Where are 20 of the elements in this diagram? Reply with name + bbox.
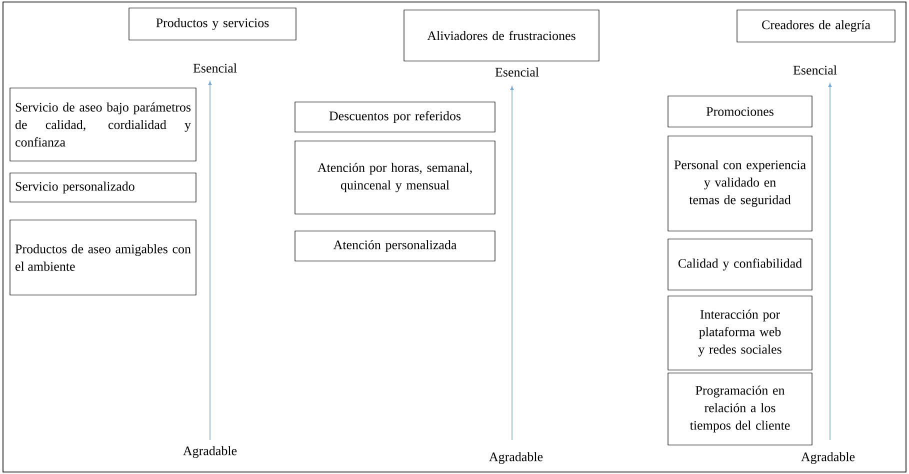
text-box: Descuentos por referidos <box>294 102 496 132</box>
axis-label: Agradable <box>801 452 855 464</box>
text-box: Programación en relación a los tiempos del cliente <box>668 372 812 446</box>
header-box: Creadores de alegría <box>736 10 896 42</box>
axis-label: Agradable <box>489 452 543 464</box>
axis-label: Esencial <box>193 63 237 73</box>
text-box: Servicio personalizado <box>10 172 196 202</box>
header-box: Productos y servicios <box>128 8 296 40</box>
text-box: Promociones <box>668 96 812 128</box>
text-box: Calidad y confiabilidad <box>668 238 812 290</box>
text-box: Atención personalizada <box>294 230 496 262</box>
text-box: Servicio de aseo bajo parámetros de calidad, cordialidad y confianza <box>10 88 196 162</box>
text-box: Interacción por plataforma web y redes sociales <box>668 296 812 370</box>
text-box: Productos de aseo amigables con el ambiente <box>10 220 196 296</box>
text-box: Atención por horas, semanal, quincenal y mensual <box>294 140 496 214</box>
axis-label: Esencial <box>495 67 539 77</box>
axis-label: Agradable <box>183 446 237 458</box>
text-box: Personal con experiencia y validado en temas de seguridad <box>668 136 812 232</box>
header-box: Aliviadores de frustraciones <box>404 10 600 62</box>
axis-label: Esencial <box>793 65 837 75</box>
